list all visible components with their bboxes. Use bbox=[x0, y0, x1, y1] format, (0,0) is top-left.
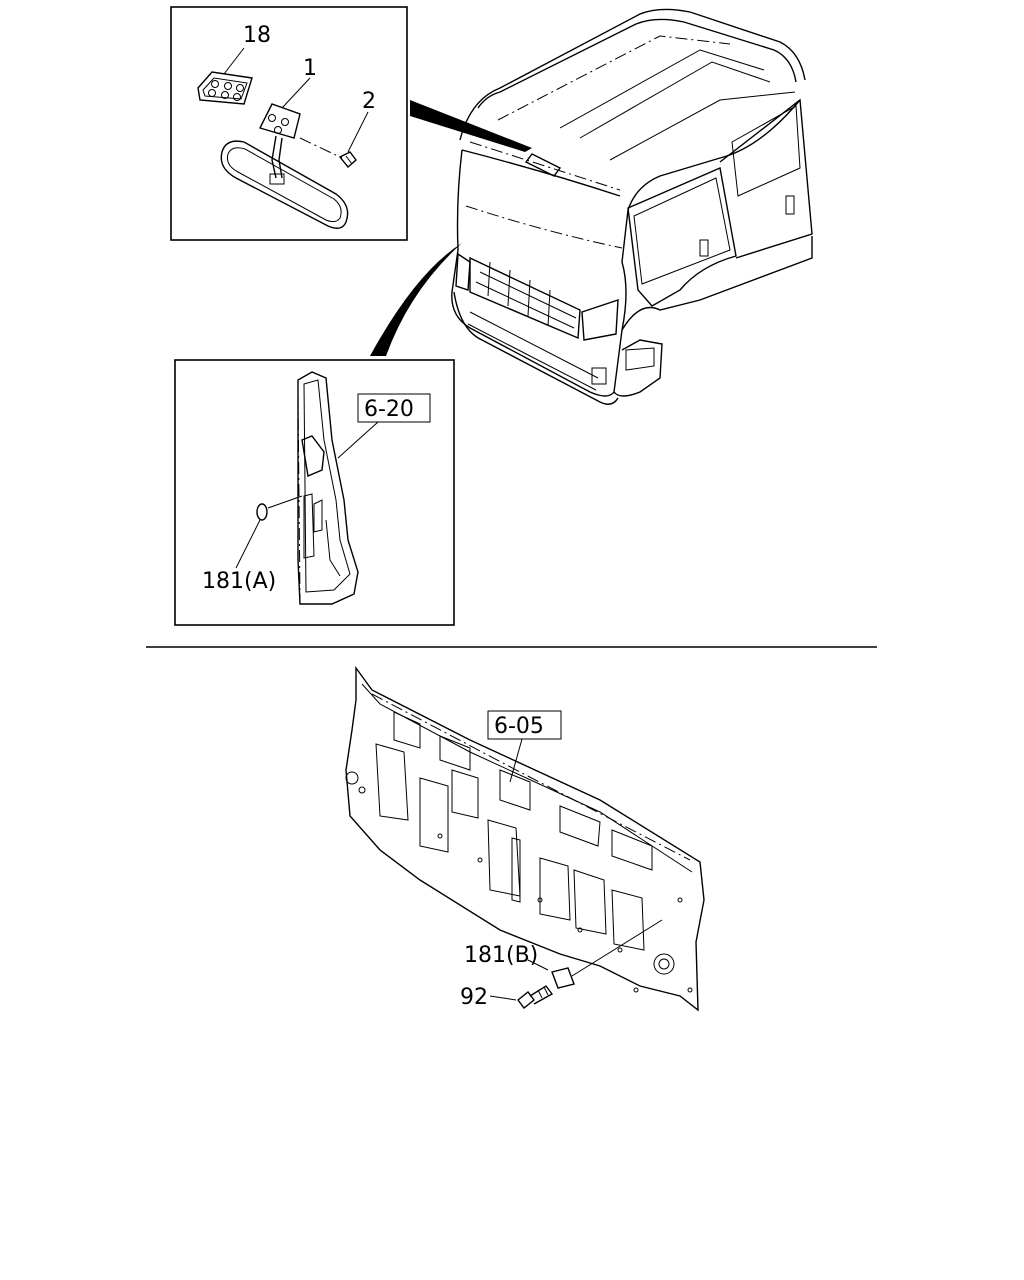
pillar-inset-frame bbox=[174, 359, 455, 626]
mirror-bracket-part bbox=[258, 103, 301, 185]
ref-box-6-20 bbox=[357, 393, 431, 423]
truck-cab bbox=[451, 8, 813, 405]
label-part-18: 18 bbox=[243, 23, 271, 48]
mirror-screw-part bbox=[338, 151, 357, 169]
ref-box-6-05 bbox=[487, 710, 562, 740]
pillar-pointer bbox=[370, 243, 462, 356]
label-ref-6-05: 6-05 bbox=[494, 714, 544, 739]
front-pillar-part bbox=[297, 371, 359, 605]
bolt-92-part bbox=[517, 985, 554, 1009]
label-part-2: 2 bbox=[362, 89, 376, 114]
rear-view-mirror bbox=[220, 140, 349, 229]
mirror-pointer bbox=[410, 100, 532, 152]
mirror-pad-part bbox=[197, 71, 253, 105]
label-part-181a: 181(A) bbox=[202, 569, 276, 594]
plug-181b-part bbox=[551, 967, 575, 989]
label-part-1: 1 bbox=[303, 56, 317, 81]
dash-panel-assembly bbox=[345, 665, 705, 1012]
label-ref-6-20: 6-20 bbox=[364, 397, 414, 422]
mirror-inset: 18 1 2 bbox=[170, 6, 408, 241]
label-part-92: 92 bbox=[460, 985, 488, 1010]
plug-181a-part bbox=[256, 503, 268, 521]
pillar-inset: 6-20 181(A) bbox=[174, 359, 455, 626]
label-part-181b: 181(B) bbox=[464, 943, 538, 968]
mirror-inset-frame bbox=[170, 6, 408, 241]
